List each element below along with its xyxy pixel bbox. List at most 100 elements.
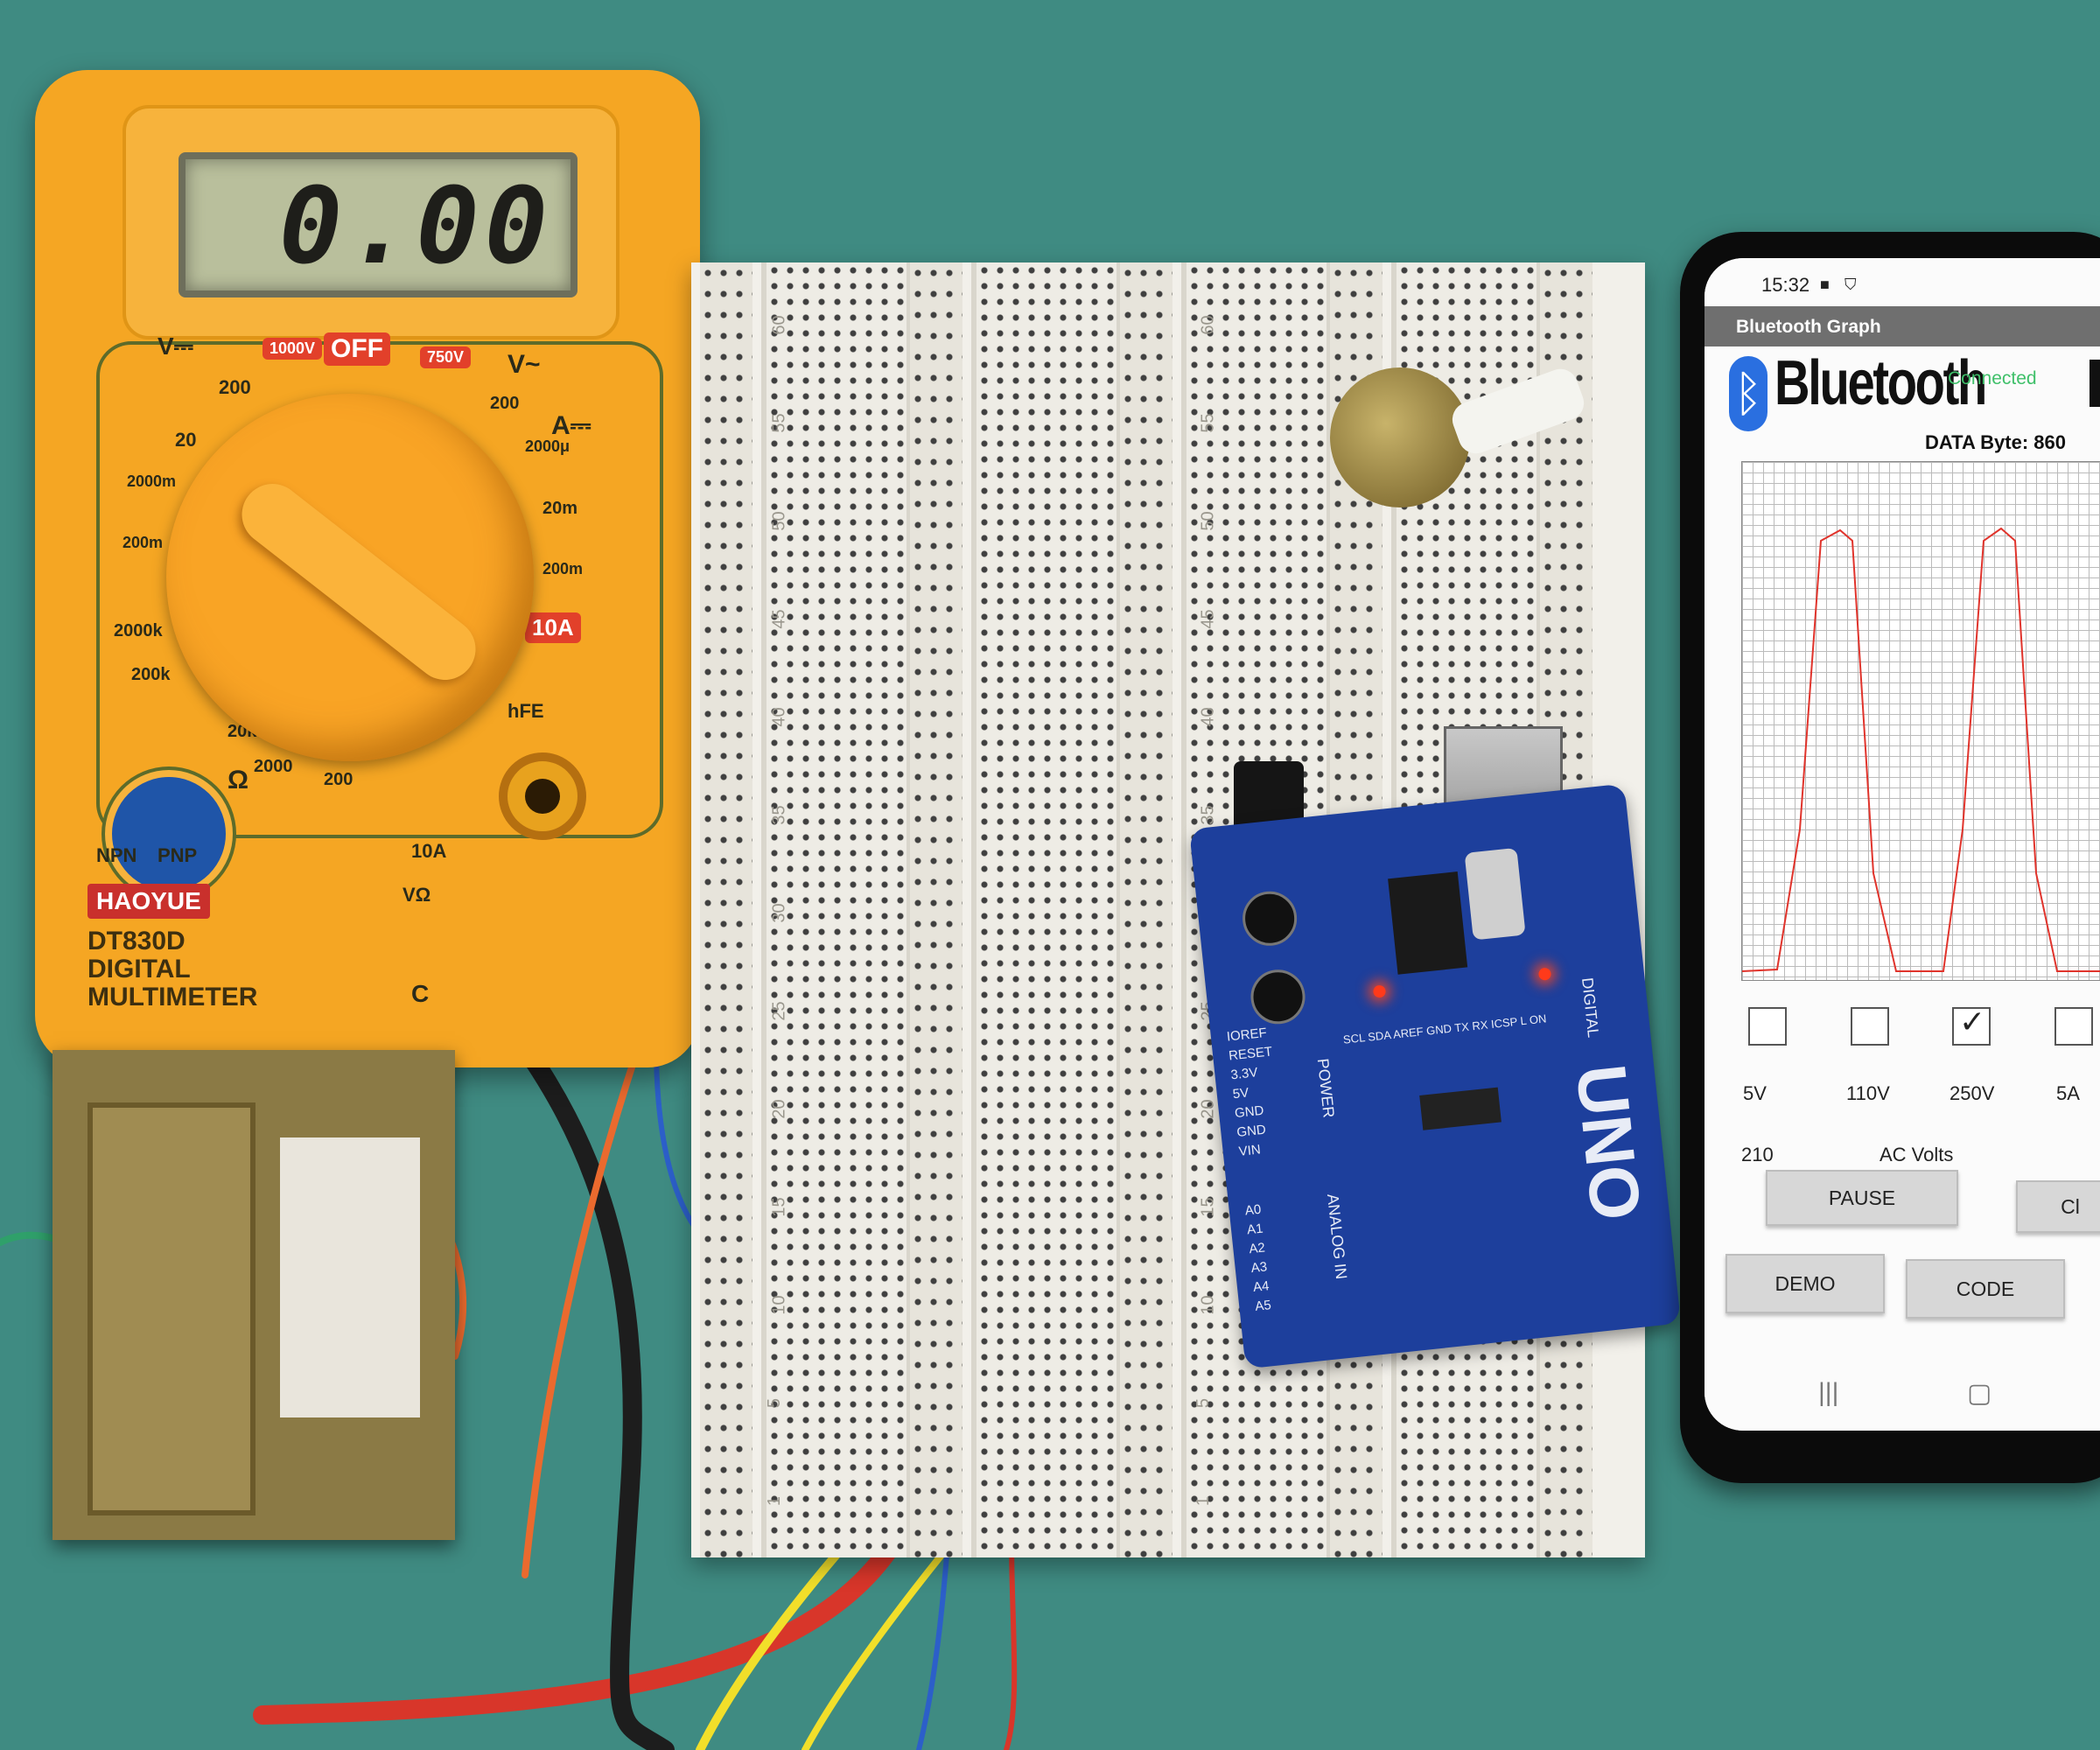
model-label: DT830D DIGITAL MULTIMETER	[88, 928, 257, 1012]
checkbox-250v[interactable]: ✓	[1952, 1004, 1991, 1046]
range-1000v-label: 1000V	[262, 338, 323, 360]
mode-label: AC Volts	[1880, 1144, 1954, 1166]
row-number: 45	[769, 609, 789, 629]
model-line-2: DIGITAL	[88, 955, 191, 984]
npn-label: NPN	[96, 844, 137, 866]
home-icon[interactable]: ▢	[1967, 1379, 1992, 1408]
row-number: 45	[1198, 609, 1218, 629]
row-number: 40	[769, 707, 789, 727]
clear-button[interactable]: Cl	[2016, 1180, 2100, 1233]
v-ac-label: V~	[508, 350, 541, 379]
multimeter-lcd: 0.00	[178, 152, 578, 298]
potentiometer[interactable]	[1330, 368, 1470, 508]
jack-com-label: C	[411, 980, 430, 1007]
checkbox-110v[interactable]	[1851, 1007, 1889, 1046]
analog-section-label: ANALOG IN	[1323, 1193, 1351, 1280]
pin-label: A2	[1248, 1240, 1266, 1257]
board-label: RX	[1471, 1018, 1489, 1033]
navigation-bar	[1704, 1365, 2100, 1431]
connection-status: Connected	[1948, 368, 2037, 388]
pause-button[interactable]: PAUSE	[1766, 1170, 1958, 1226]
multimeter-display-bezel: 0.00	[122, 105, 620, 340]
phone-screen: 15:32 ■ ⛉ Bluetooth Graph ᛒ Bluetooth Co…	[1704, 258, 2100, 1431]
multimeter: 0.00 OFF 1000V 750V V⎓ V~ A⎓ 200 20 2000…	[35, 70, 700, 1068]
brand-label: HAOYUE	[88, 884, 210, 919]
row-number: 35	[769, 805, 789, 825]
10a-jack[interactable]	[499, 752, 586, 840]
power-rail	[910, 262, 962, 1558]
usb-chip	[1388, 872, 1468, 975]
capacitor	[1240, 888, 1300, 948]
row-number: 5	[765, 1397, 785, 1409]
checkbox-5v[interactable]	[1748, 1007, 1787, 1046]
pin-label: A5	[1254, 1298, 1272, 1314]
microcontroller	[1419, 1087, 1502, 1130]
black-wire	[463, 970, 675, 1750]
checkbox-5a[interactable]	[2054, 1007, 2093, 1046]
row-number: 20	[1198, 1099, 1218, 1119]
code-button[interactable]: CODE	[1906, 1259, 2065, 1319]
power-pin-labels: IOREF RESET 3.3V 5V GND GND VIN	[1226, 1023, 1284, 1161]
range-label: 200	[219, 376, 251, 398]
checkbox-label: 250V	[1950, 1082, 1995, 1104]
range-10a-label: 10A	[525, 612, 581, 643]
hfe-label: hFE	[508, 700, 544, 722]
power-led	[1372, 984, 1387, 998]
check-icon: ✓	[1959, 1004, 1986, 1040]
demo-button[interactable]: DEMO	[1726, 1254, 1885, 1313]
pin-label: A1	[1246, 1221, 1264, 1238]
board-label: ON	[1529, 1012, 1548, 1027]
board-label: ICSP	[1490, 1014, 1518, 1031]
row-number: 20	[769, 1099, 789, 1119]
pin-label: A0	[1244, 1201, 1263, 1219]
row-number: 15	[1198, 1197, 1218, 1217]
row-number: 25	[769, 1001, 789, 1021]
ohm-label: Ω	[228, 766, 249, 794]
row-number: 15	[769, 1197, 789, 1217]
power-rail	[700, 262, 752, 1558]
a-dc-label: A⎓	[551, 411, 592, 440]
terminal-strip	[971, 262, 1122, 1558]
checkbox-label: 5V	[1743, 1082, 1767, 1104]
waveform-line	[1741, 527, 2100, 972]
hfe-socket	[105, 770, 233, 898]
video-record-icon: ■	[1820, 276, 1830, 293]
range-750v-label: 750V	[420, 346, 472, 368]
status-bar: 15:32 ■ ⛉	[1704, 258, 2100, 306]
board-label: SDA	[1367, 1028, 1391, 1044]
app-title: Bluetooth Graph	[1736, 317, 1881, 337]
range-label: 2000μ	[525, 438, 570, 455]
range-label: 200m	[542, 560, 584, 578]
digital-section-label: DIGITAL	[1578, 976, 1603, 1039]
misc-labels: SCL SDA AREF GND TX RX ICSP L ON	[1342, 1012, 1547, 1046]
board-label: AREF	[1392, 1025, 1424, 1041]
multimeter-reading: 0.00	[279, 166, 553, 288]
range-label: 20	[175, 429, 197, 451]
pin-label: A3	[1250, 1259, 1268, 1277]
row-number: 55	[769, 413, 789, 433]
row-number: 10	[1198, 1295, 1218, 1315]
waveform-trace	[1741, 527, 2100, 972]
row-number: 1	[765, 1495, 785, 1507]
checkbox-label: 5A	[2056, 1082, 2080, 1104]
status-time: 15:32	[1761, 274, 1810, 296]
board-label: L	[1519, 1013, 1528, 1028]
range-label: 2000m	[127, 472, 177, 490]
range-label: 2000k	[114, 621, 163, 640]
row-number: 40	[1198, 707, 1218, 727]
jack-10a-label: 10A	[411, 840, 447, 862]
analog-pin-labels: A0 A1 A2 A3 A4 A5	[1244, 1200, 1272, 1317]
row-number: 55	[1198, 413, 1218, 433]
connect-button[interactable]	[2090, 360, 2100, 407]
recent-apps-icon[interactable]: |||	[1818, 1378, 1839, 1407]
shield-icon: ⛉	[1844, 276, 1857, 293]
terminal-strip	[761, 262, 912, 1558]
uno-label: UNO	[1561, 1060, 1656, 1224]
range-selector-knob[interactable]	[166, 394, 534, 761]
row-number: 60	[1198, 315, 1218, 335]
row-number: 30	[769, 903, 789, 923]
pin-label: VIN	[1237, 1142, 1262, 1159]
transformer	[52, 1050, 455, 1540]
checkbox-label: 110V	[1846, 1082, 1890, 1104]
board-label: TX	[1453, 1019, 1470, 1035]
